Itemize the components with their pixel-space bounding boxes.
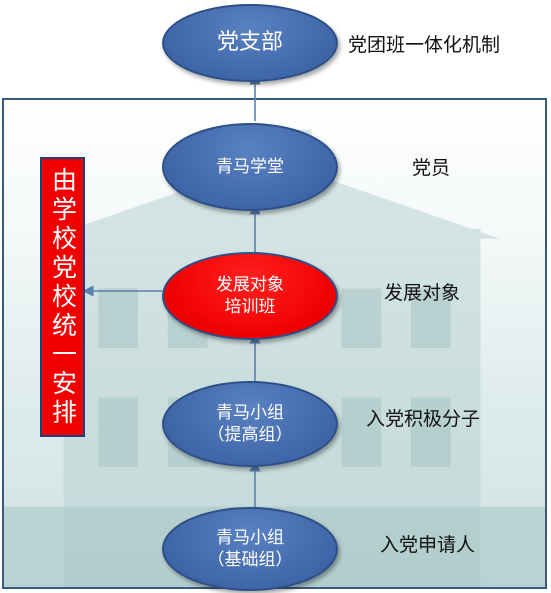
node-jichu-line1: 青马小组	[216, 528, 284, 548]
label-activist: 入党积极分子	[366, 408, 481, 430]
node-dang-zhibu-text: 党支部	[216, 30, 283, 55]
node-qingma-jichu: 青马小组 （基础组）	[162, 507, 338, 591]
side-box-text: 由学校党校统一安排	[48, 166, 78, 428]
label-top: 党团班一体化机制	[348, 34, 501, 56]
node-fazhan-peixunban: 发展对象 培训班	[162, 252, 338, 340]
node-dang-zhibu: 党支部	[162, 4, 338, 82]
node-qingma-xuetang: 青马学堂	[162, 123, 338, 211]
label-member: 党员	[412, 157, 451, 179]
node-jichu-line2: （基础组）	[207, 550, 293, 570]
node-tigao-line2: （提高组）	[207, 425, 293, 445]
label-candidate: 发展对象	[384, 282, 461, 304]
node-qingma-xuetang-text: 青马学堂	[216, 157, 284, 177]
node-fazhan-line2: 培训班	[224, 297, 276, 317]
side-box: 由学校党校统一安排	[40, 157, 85, 437]
node-tigao-line1: 青马小组	[216, 403, 284, 423]
node-qingma-tigao: 青马小组 （提高组）	[162, 381, 338, 467]
label-applicant: 入党申请人	[380, 534, 476, 556]
node-fazhan-line1: 发展对象	[216, 275, 284, 295]
